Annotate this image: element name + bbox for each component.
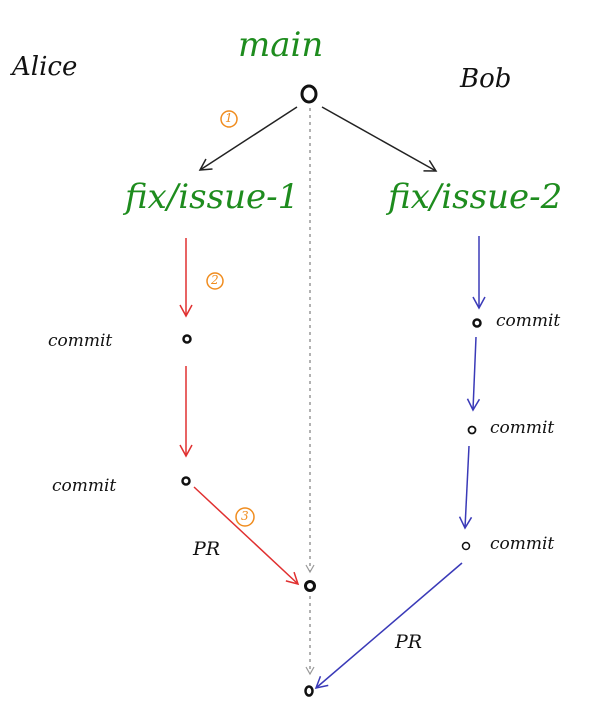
person-bob: Bob xyxy=(460,64,512,94)
step-2-marker xyxy=(206,272,224,290)
bob-commit-1-node xyxy=(472,318,482,328)
alice-commit-2-node xyxy=(181,476,191,486)
arrow-bob-commit-2-to-3 xyxy=(458,445,473,530)
branch-issue-2-label: fix/issue-2 xyxy=(388,177,563,217)
step-3-number: 3 xyxy=(241,509,249,523)
step-3-marker xyxy=(235,507,255,527)
arrow-main-to-issue-1 xyxy=(198,106,298,171)
alice-commit-2-label: commit xyxy=(52,476,117,496)
main-merge-node-1 xyxy=(304,580,316,592)
alice-pr-label: PR xyxy=(193,538,221,560)
branch-main-label: main xyxy=(238,25,324,65)
main-merge-node-2 xyxy=(304,685,314,697)
step-1-marker xyxy=(220,110,238,128)
bob-commit-2-label: commit xyxy=(490,418,555,438)
bob-commit-3-label: commit xyxy=(490,534,555,554)
alice-commit-1-label: commit xyxy=(48,331,113,351)
bob-commit-3-node xyxy=(461,541,471,551)
arrow-alice-pr-to-main xyxy=(193,486,300,586)
bob-commit-1-label: commit xyxy=(496,311,561,331)
main-head-node xyxy=(300,84,318,104)
alice-commit-1-node xyxy=(182,334,192,344)
person-alice: Alice xyxy=(12,52,78,82)
bob-commit-2-node xyxy=(467,425,477,435)
arrow-main-to-issue-2 xyxy=(321,106,438,172)
branch-issue-1-label: fix/issue-1 xyxy=(125,177,300,217)
arrow-bob-commit-1-to-2 xyxy=(466,336,481,412)
bob-pr-label: PR xyxy=(395,631,423,653)
arrow-bob-pr-to-main xyxy=(314,562,463,690)
step-2-number: 2 xyxy=(211,273,219,287)
step-1-number: 1 xyxy=(225,111,233,125)
